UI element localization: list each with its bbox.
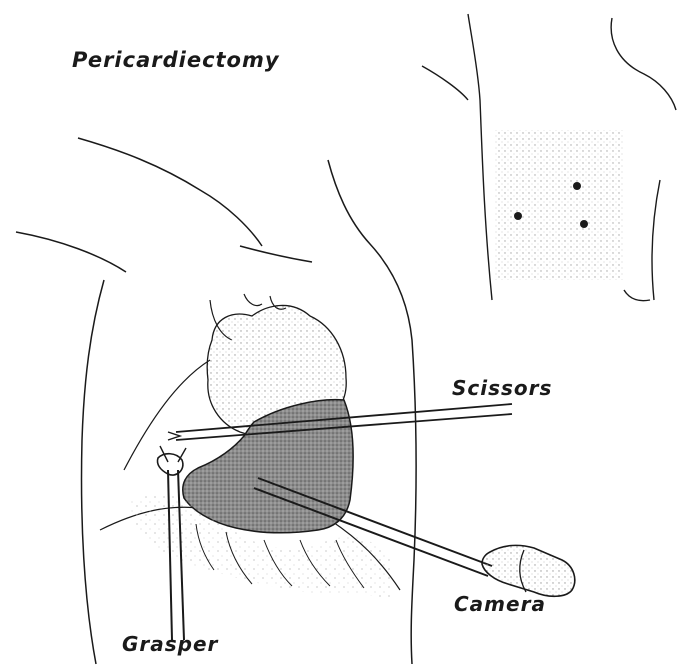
scissors-label: Scissors (452, 376, 552, 400)
inset-chest-stipple (494, 130, 624, 280)
port-site-dot (580, 220, 588, 228)
port-site-dot (573, 182, 581, 190)
port-site-dot (514, 212, 522, 220)
camera-head (482, 545, 575, 596)
figure-title: Pericardiectomy (72, 48, 280, 72)
grasper-label: Grasper (122, 632, 218, 656)
camera-label: Camera (454, 592, 546, 616)
